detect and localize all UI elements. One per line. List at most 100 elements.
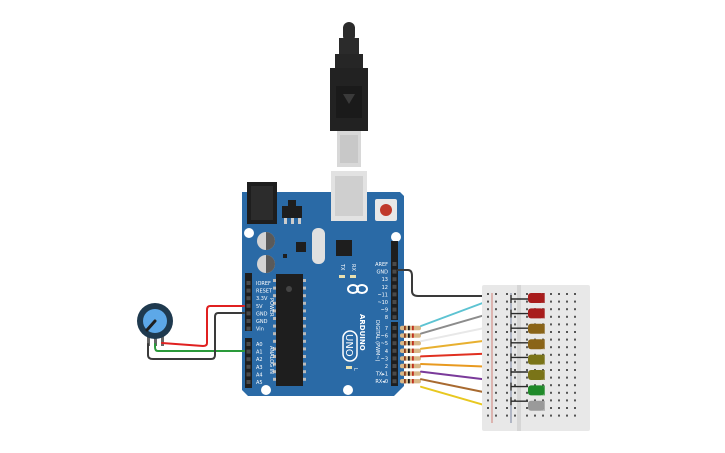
led-rim bbox=[542, 339, 545, 350]
pin-socket[interactable] bbox=[392, 292, 397, 297]
svg-text:L: L bbox=[352, 368, 358, 371]
resistor bbox=[400, 325, 421, 331]
pin-socket[interactable] bbox=[392, 277, 397, 282]
status-led bbox=[350, 275, 356, 278]
pin-socket[interactable] bbox=[246, 357, 251, 362]
resistor-band bbox=[412, 325, 414, 331]
pin-socket[interactable] bbox=[246, 296, 251, 301]
pin-socket[interactable] bbox=[392, 269, 397, 274]
breadboard-hole bbox=[514, 361, 516, 364]
breadboard-hole bbox=[487, 414, 489, 417]
pin-socket[interactable] bbox=[246, 326, 251, 331]
pin-socket[interactable] bbox=[246, 380, 251, 384]
resistor-band bbox=[408, 333, 410, 338]
breadboard-hole bbox=[495, 346, 497, 349]
pin-socket[interactable] bbox=[392, 262, 397, 266]
pin-socket[interactable] bbox=[246, 303, 251, 308]
led bbox=[528, 293, 544, 303]
breadboard-hole bbox=[506, 414, 508, 417]
breadboard-hole bbox=[487, 391, 489, 394]
resistor-band bbox=[412, 348, 414, 353]
pin-socket[interactable] bbox=[246, 364, 251, 369]
usb-interface-chip bbox=[336, 240, 352, 256]
breadboard-hole bbox=[566, 323, 568, 326]
resistor-band bbox=[404, 325, 406, 331]
breadboard-hole bbox=[487, 384, 489, 387]
atmega-chip-legs bbox=[273, 279, 306, 381]
breadboard-hole bbox=[566, 331, 568, 333]
chip-leg bbox=[273, 355, 276, 358]
analog-pin-label: A5 bbox=[256, 380, 263, 386]
led-rim bbox=[542, 293, 545, 303]
pin-socket[interactable] bbox=[246, 311, 251, 316]
pin-socket[interactable] bbox=[392, 364, 397, 368]
breadboard-hole bbox=[574, 353, 576, 356]
svg-text:TX: TX bbox=[339, 263, 345, 271]
breadboard-hole bbox=[487, 353, 489, 356]
breadboard-hole bbox=[526, 399, 528, 402]
breadboard-hole bbox=[550, 361, 552, 364]
pin-sockets bbox=[246, 262, 397, 384]
breadboard-hole bbox=[526, 361, 528, 364]
pin-socket[interactable] bbox=[392, 300, 397, 304]
pin-socket[interactable] bbox=[392, 307, 397, 312]
resistor-band bbox=[408, 348, 410, 353]
resistor-band bbox=[404, 379, 406, 384]
status-leds bbox=[339, 275, 356, 369]
breadboard-hole bbox=[487, 346, 489, 349]
digital-pin-label: ~3 bbox=[381, 356, 388, 362]
digital-pin-label: ~10 bbox=[377, 300, 388, 306]
breadboard-hole bbox=[566, 414, 568, 417]
pin-socket[interactable] bbox=[392, 326, 397, 330]
chip-leg bbox=[303, 347, 306, 351]
pin-socket[interactable] bbox=[392, 284, 397, 289]
pin-socket[interactable] bbox=[392, 341, 397, 346]
usb-plug-metal-inner bbox=[340, 135, 358, 163]
pin-socket[interactable] bbox=[392, 333, 397, 338]
pin-socket[interactable] bbox=[392, 315, 397, 320]
breadboard-hole bbox=[558, 353, 560, 356]
breadboard-hole bbox=[495, 323, 497, 326]
potentiometer[interactable] bbox=[137, 303, 173, 346]
breadboard-hole bbox=[495, 315, 497, 318]
breadboard-hole bbox=[550, 315, 552, 318]
breadboard-hole bbox=[514, 346, 516, 349]
pin-socket[interactable] bbox=[246, 319, 251, 323]
resistor-band bbox=[412, 371, 414, 376]
pin-socket[interactable] bbox=[392, 371, 397, 376]
pin-socket[interactable] bbox=[246, 372, 251, 377]
breadboard-hole bbox=[506, 369, 508, 371]
resistor bbox=[400, 379, 421, 384]
wire-pot-gnd bbox=[147, 312, 245, 360]
breadboard-hole bbox=[566, 407, 568, 409]
pin-socket[interactable] bbox=[392, 348, 397, 353]
crystal-oscillator bbox=[312, 228, 325, 264]
reset-button-cap[interactable] bbox=[380, 204, 392, 216]
svg-text:RX: RX bbox=[350, 264, 356, 271]
usb-plug-neck bbox=[335, 54, 363, 68]
resistor bbox=[400, 363, 421, 369]
power-header-title: POWER bbox=[268, 298, 274, 317]
chip-leg bbox=[273, 317, 276, 320]
pin-socket[interactable] bbox=[246, 349, 251, 354]
arduino-logo-icon bbox=[347, 284, 368, 294]
power-pin-label: 5V bbox=[256, 304, 263, 310]
breadboard-hole bbox=[566, 399, 568, 402]
chip-leg bbox=[273, 370, 276, 374]
chip-leg bbox=[303, 317, 306, 320]
digital-pin-label: 4 bbox=[385, 349, 388, 355]
mounting-hole bbox=[244, 228, 254, 238]
breadboard-hole bbox=[550, 353, 552, 356]
breadboard-hole bbox=[574, 323, 576, 326]
pin-socket[interactable] bbox=[246, 288, 251, 293]
pin-socket[interactable] bbox=[246, 281, 251, 285]
chip-leg bbox=[273, 279, 276, 282]
pin-socket[interactable] bbox=[392, 379, 397, 384]
breadboard-hole bbox=[526, 323, 528, 326]
status-led bbox=[346, 366, 352, 369]
resistor-band bbox=[404, 363, 406, 369]
breadboard-hole bbox=[574, 384, 576, 387]
pin-socket[interactable] bbox=[392, 356, 397, 361]
pin-socket[interactable] bbox=[246, 342, 251, 346]
breadboard-hole bbox=[574, 338, 576, 341]
